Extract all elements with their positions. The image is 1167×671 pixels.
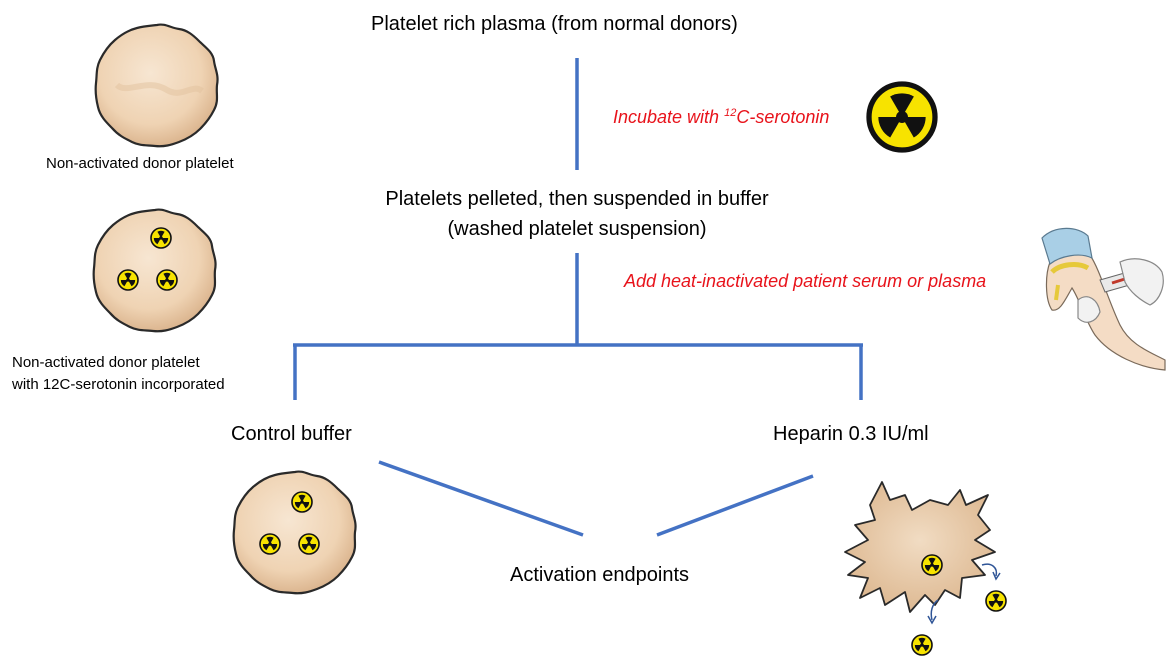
flow-lines xyxy=(293,58,863,537)
radiation-icon xyxy=(921,554,943,576)
platelet-icon xyxy=(94,23,219,148)
control-platelet-icon xyxy=(232,470,357,595)
radiation-icon xyxy=(298,533,320,555)
radiation-icon xyxy=(150,227,172,249)
activated-platelet-icon xyxy=(844,481,1007,656)
incubate-prefix: Incubate with xyxy=(613,107,725,127)
pellet-label-line2: (washed platelet suspension) xyxy=(447,218,707,240)
add-serum-label: Add heat-inactivated patient serum or pl… xyxy=(624,271,987,291)
incubate-superscript: 12 xyxy=(724,107,737,119)
control-buffer-label: Control buffer xyxy=(231,423,352,445)
incubate-label: Incubate with 12C-serotonin xyxy=(613,107,829,128)
activation-endpoints-label: Activation endpoints xyxy=(510,564,690,586)
radiation-icon xyxy=(985,590,1007,612)
radiation-icon xyxy=(117,269,139,291)
line-heparin-to-endpoints xyxy=(656,474,814,537)
prp-label: Platelet rich plasma (from normal donors… xyxy=(371,13,738,35)
platelet-with-serotonin-icon xyxy=(92,208,217,333)
blood-draw-icon xyxy=(1041,227,1166,371)
line-control-to-endpoints xyxy=(378,460,584,537)
pellet-label: Platelets pelleted, then suspended in bu… xyxy=(352,184,802,244)
pellet-label-line1: Platelets pelleted, then suspended in bu… xyxy=(385,188,769,210)
platelet2-caption-line2: with 12C-serotonin incorporated xyxy=(12,376,225,393)
radiation-icon xyxy=(259,533,281,555)
radiation-icon xyxy=(156,269,178,291)
platelet2-caption: Non-activated donor platelet with 12C-se… xyxy=(12,352,225,396)
platelet2-caption-line1: Non-activated donor platelet xyxy=(12,354,200,371)
radiation-icon xyxy=(869,84,935,150)
heparin-label: Heparin 0.3 IU/ml xyxy=(773,423,929,445)
platelet1-caption: Non-activated donor platelet xyxy=(46,155,234,172)
incubate-suffix: C-serotonin xyxy=(736,107,830,127)
radiation-icon xyxy=(911,634,933,656)
radiation-icon xyxy=(291,491,313,513)
